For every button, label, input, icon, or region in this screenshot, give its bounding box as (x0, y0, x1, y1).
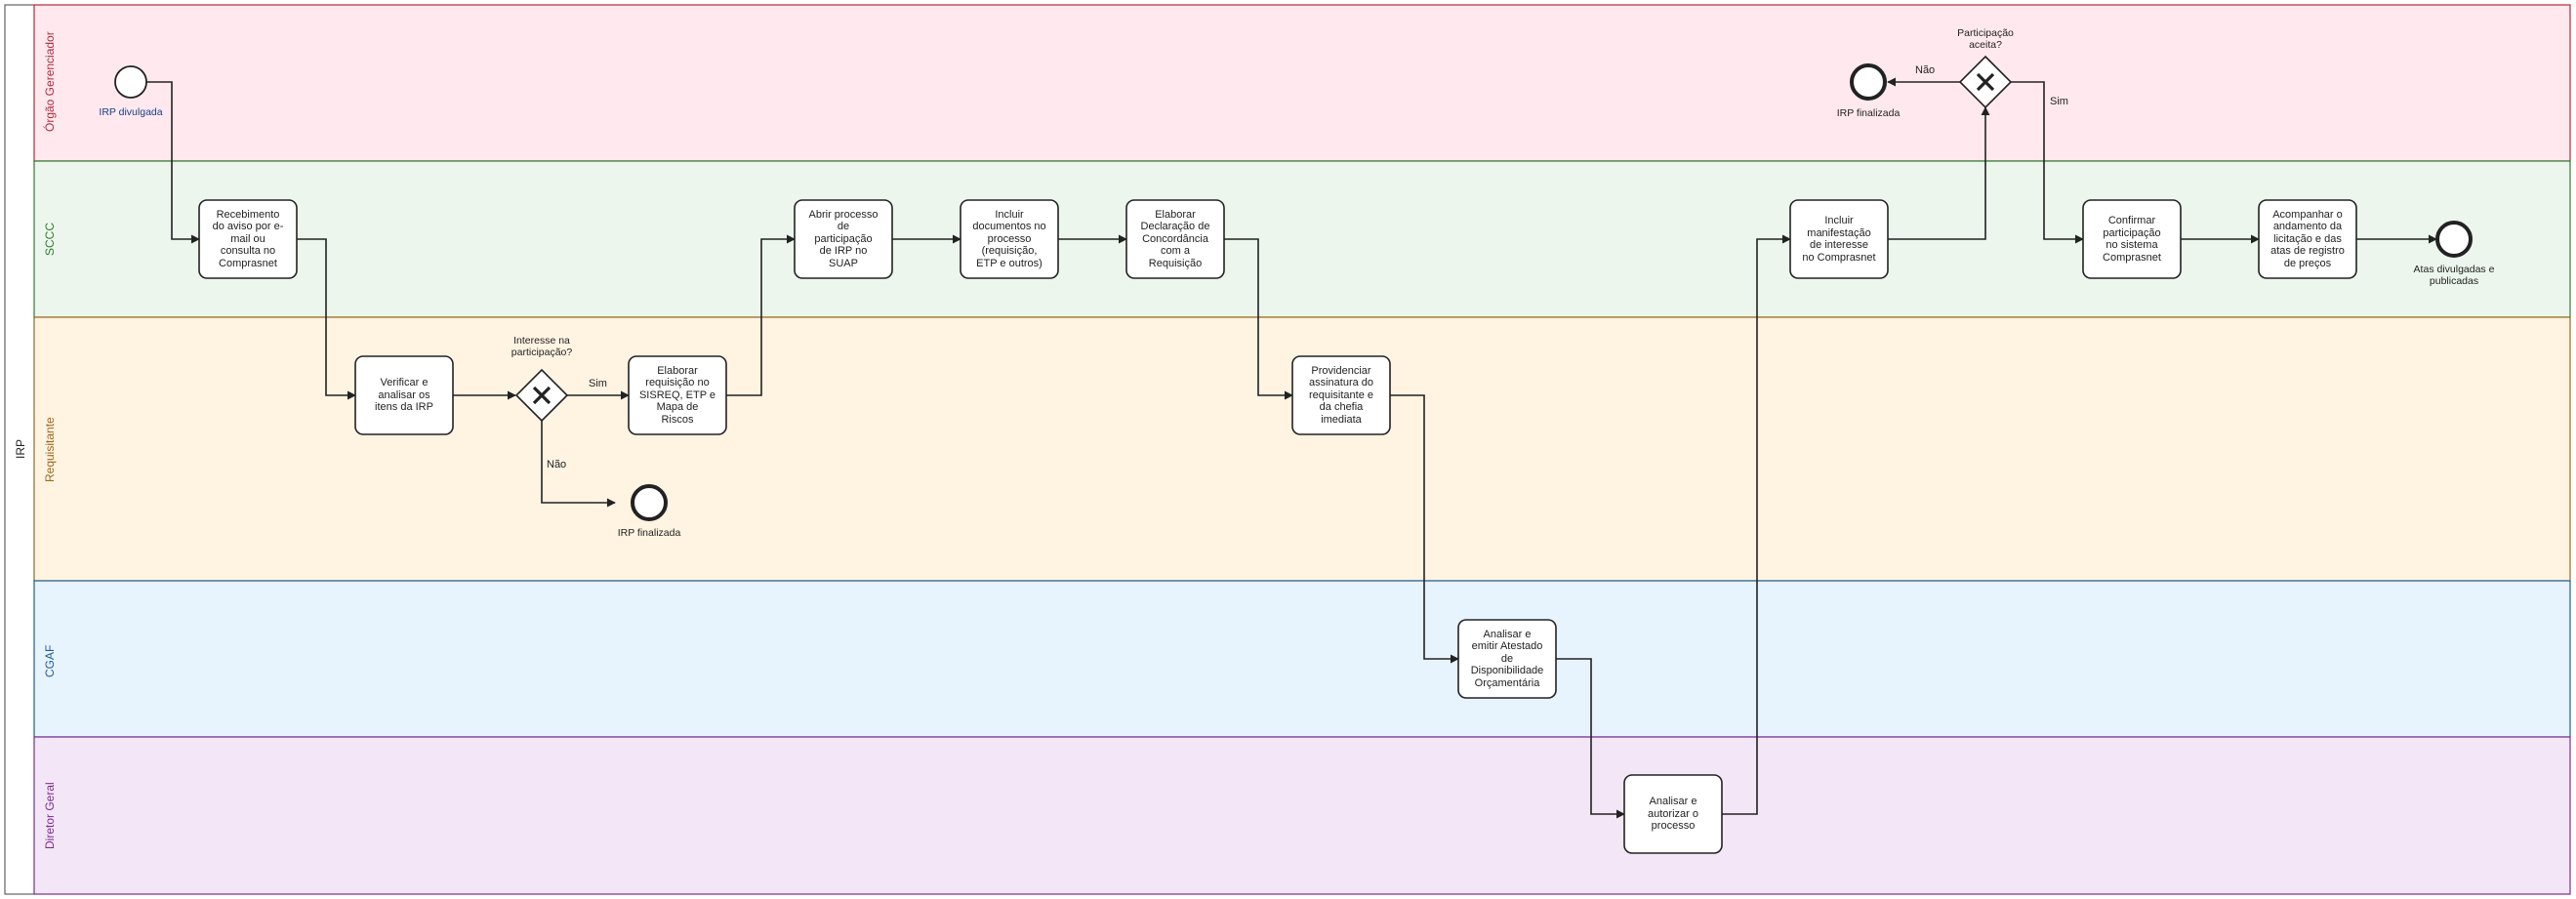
end-event-label-requisitante: IRP finalizada (617, 527, 681, 539)
flow-t7-t8 (1390, 394, 1459, 664)
end-event-irp-finalizada-orgao (1850, 63, 1887, 101)
task-box-t11 (2082, 199, 2182, 279)
gateway-x-icon (1976, 72, 1995, 92)
lane-label-sccc: SCCC (43, 222, 57, 256)
start-event-irp-divulgada (114, 65, 147, 99)
pool-label: IRP (14, 438, 27, 459)
sequence-flows (146, 77, 2437, 819)
gateway-label-participacao: Participação aceita? (1957, 27, 2014, 51)
lane-orgao (33, 4, 2571, 162)
tasks (198, 199, 2357, 854)
lane-label-orgao: Órgão Gerenciador (43, 31, 57, 132)
flow-t9-t10 (1722, 234, 1791, 815)
end-event-label-orgao: IRP finalizada (1836, 107, 1901, 119)
flow-label-sim-1: Sim (589, 378, 607, 389)
flow-label-nao-1: Não (547, 459, 567, 470)
flow-t1-t2 (297, 238, 356, 400)
task-box-t2 (354, 355, 454, 435)
gateway-participacao (1958, 55, 2013, 109)
task-box-t1 (198, 199, 298, 279)
flow-label-sim-2: Sim (2050, 96, 2068, 107)
end-event-irp-finalizada-requisitante (631, 484, 668, 521)
lane-label-cgaf: CGAF (43, 644, 57, 677)
flow-start-t1 (146, 81, 200, 244)
flow-gw1-end (541, 421, 616, 508)
gateway-label-interesse: Interesse na participação? (511, 335, 573, 358)
flow-label-nao-2: Não (1915, 64, 1936, 76)
lane-label-requisitante: Requisitante (43, 417, 57, 482)
flow-t6-t7 (1224, 238, 1293, 400)
task-box-t5 (960, 199, 1059, 279)
task-box-t7 (1291, 355, 1391, 435)
task-box-t4 (794, 199, 893, 279)
task-box-t9 (1623, 774, 1723, 854)
task-box-t10 (1789, 199, 1889, 279)
gateway-x-icon (532, 386, 552, 405)
flow-gw2-t11 (2011, 81, 2084, 244)
task-box-t12 (2258, 199, 2357, 279)
flow-t10-gw2 (1888, 106, 1990, 240)
start-event-label: IRP divulgada (99, 106, 163, 118)
task-box-t3 (628, 355, 727, 435)
lane-cgaf (33, 580, 2571, 738)
end-event-label-final: Atas divulgadas e publicadas (2413, 264, 2495, 287)
lane-label-diretor: Diretor Geral (43, 782, 57, 849)
task-box-t6 (1125, 199, 1225, 279)
gateway-interesse (514, 368, 569, 423)
flow-t8-t9 (1556, 658, 1625, 819)
flow-t3-t4 (726, 234, 796, 396)
task-box-t8 (1457, 619, 1557, 699)
end-event-atas-divulgadas (2435, 221, 2473, 258)
lane-diretor (33, 736, 2571, 895)
